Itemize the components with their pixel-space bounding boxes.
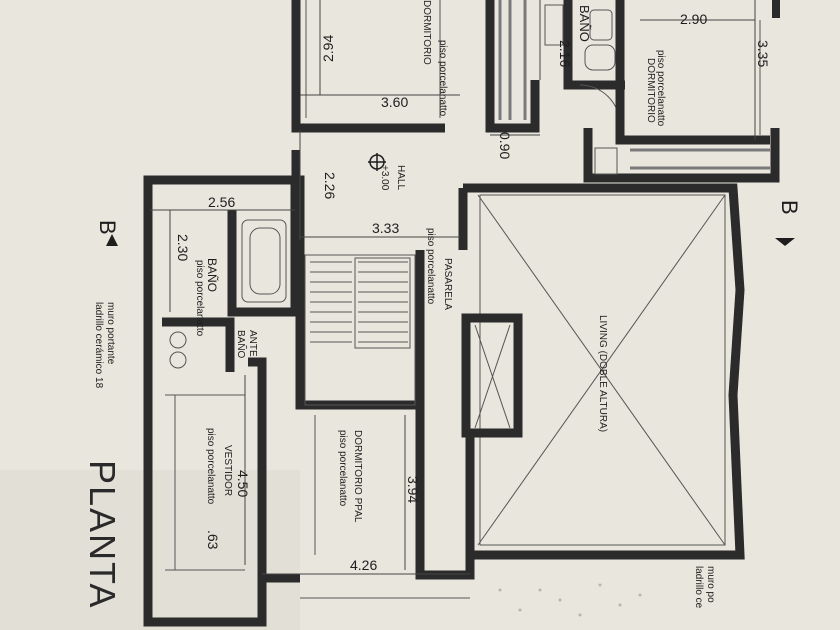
room-vestidor-floor: piso porcelanatto <box>205 428 216 505</box>
room-bano: BAÑO <box>205 258 219 292</box>
hall-level: +3.00 <box>379 165 390 191</box>
room-dormitorio-ppal-floor: piso porcelanatto <box>337 430 348 507</box>
dim-2-26: 2.26 <box>322 172 338 199</box>
plan-title: PLANTA <box>82 460 123 609</box>
room-dormitorio-top: DORMITORIO <box>421 0 432 65</box>
dim-3-33: 3.33 <box>372 220 399 236</box>
section-marker-left: B <box>95 220 120 246</box>
room-dormitorio-right: DORMITORIO <box>645 58 656 123</box>
walls-bath-left <box>143 175 300 627</box>
dim-3-94: 3.94 <box>405 476 421 503</box>
room-ante: ANTE <box>247 330 258 357</box>
dim-4-26: 4.26 <box>350 557 377 573</box>
room-dormitorio-ppal: DORMITORIO PPAL <box>352 430 363 523</box>
dim-0-90: 0.90 <box>497 132 513 159</box>
room-pasarela-floor: piso porcelanatto <box>425 228 436 305</box>
dim-2-94: 2.94 <box>320 35 336 62</box>
room-living: LIVING (DOBLE ALTURA) <box>597 315 608 432</box>
walls-top-bedroom <box>291 0 445 133</box>
dim-3-35: 3.35 <box>755 40 771 67</box>
dim-3-60: 3.60 <box>381 94 408 110</box>
room-bano-top: BAÑO <box>577 5 592 42</box>
room-dormitorio-top-floor: piso porcelanatto <box>437 40 448 117</box>
stair-treads <box>310 261 408 343</box>
walls-top-bath <box>485 0 625 133</box>
walls-stair-core <box>291 150 425 410</box>
note-ladrillo-right: ladrillo ce <box>693 566 704 609</box>
level-symbol <box>368 153 386 171</box>
dim-2-90: 2.90 <box>680 11 707 27</box>
room-ante-bano: BAÑO <box>235 330 248 359</box>
dimension-lines <box>150 0 756 575</box>
dim-2-30: 2.30 <box>175 234 191 261</box>
dim-2-56: 2.56 <box>208 194 235 210</box>
svg-text:B: B <box>777 200 802 215</box>
svg-text:B: B <box>95 220 120 235</box>
garden-hatch <box>498 583 642 617</box>
dim-4-50: 4.50 <box>235 470 251 497</box>
room-vestidor: VESTIDOR <box>222 445 233 496</box>
walls-right-bedroom <box>583 0 780 183</box>
section-marker-right: B <box>775 200 802 246</box>
dim-2-16: 2.16 <box>557 40 573 67</box>
dim-1-63: .63 <box>205 530 221 550</box>
note-muro-right: muro po <box>705 566 716 603</box>
note-ladrillo: ladrillo cerámico 18 <box>93 302 104 389</box>
room-dormitorio-right-floor: piso porcelanatto <box>655 50 666 127</box>
note-muro-portante: muro portante <box>105 302 116 365</box>
room-bano-floor: piso porcelanatto <box>194 260 205 337</box>
room-hall: HALL <box>395 165 406 190</box>
room-pasarela: PASARELA <box>442 258 453 310</box>
